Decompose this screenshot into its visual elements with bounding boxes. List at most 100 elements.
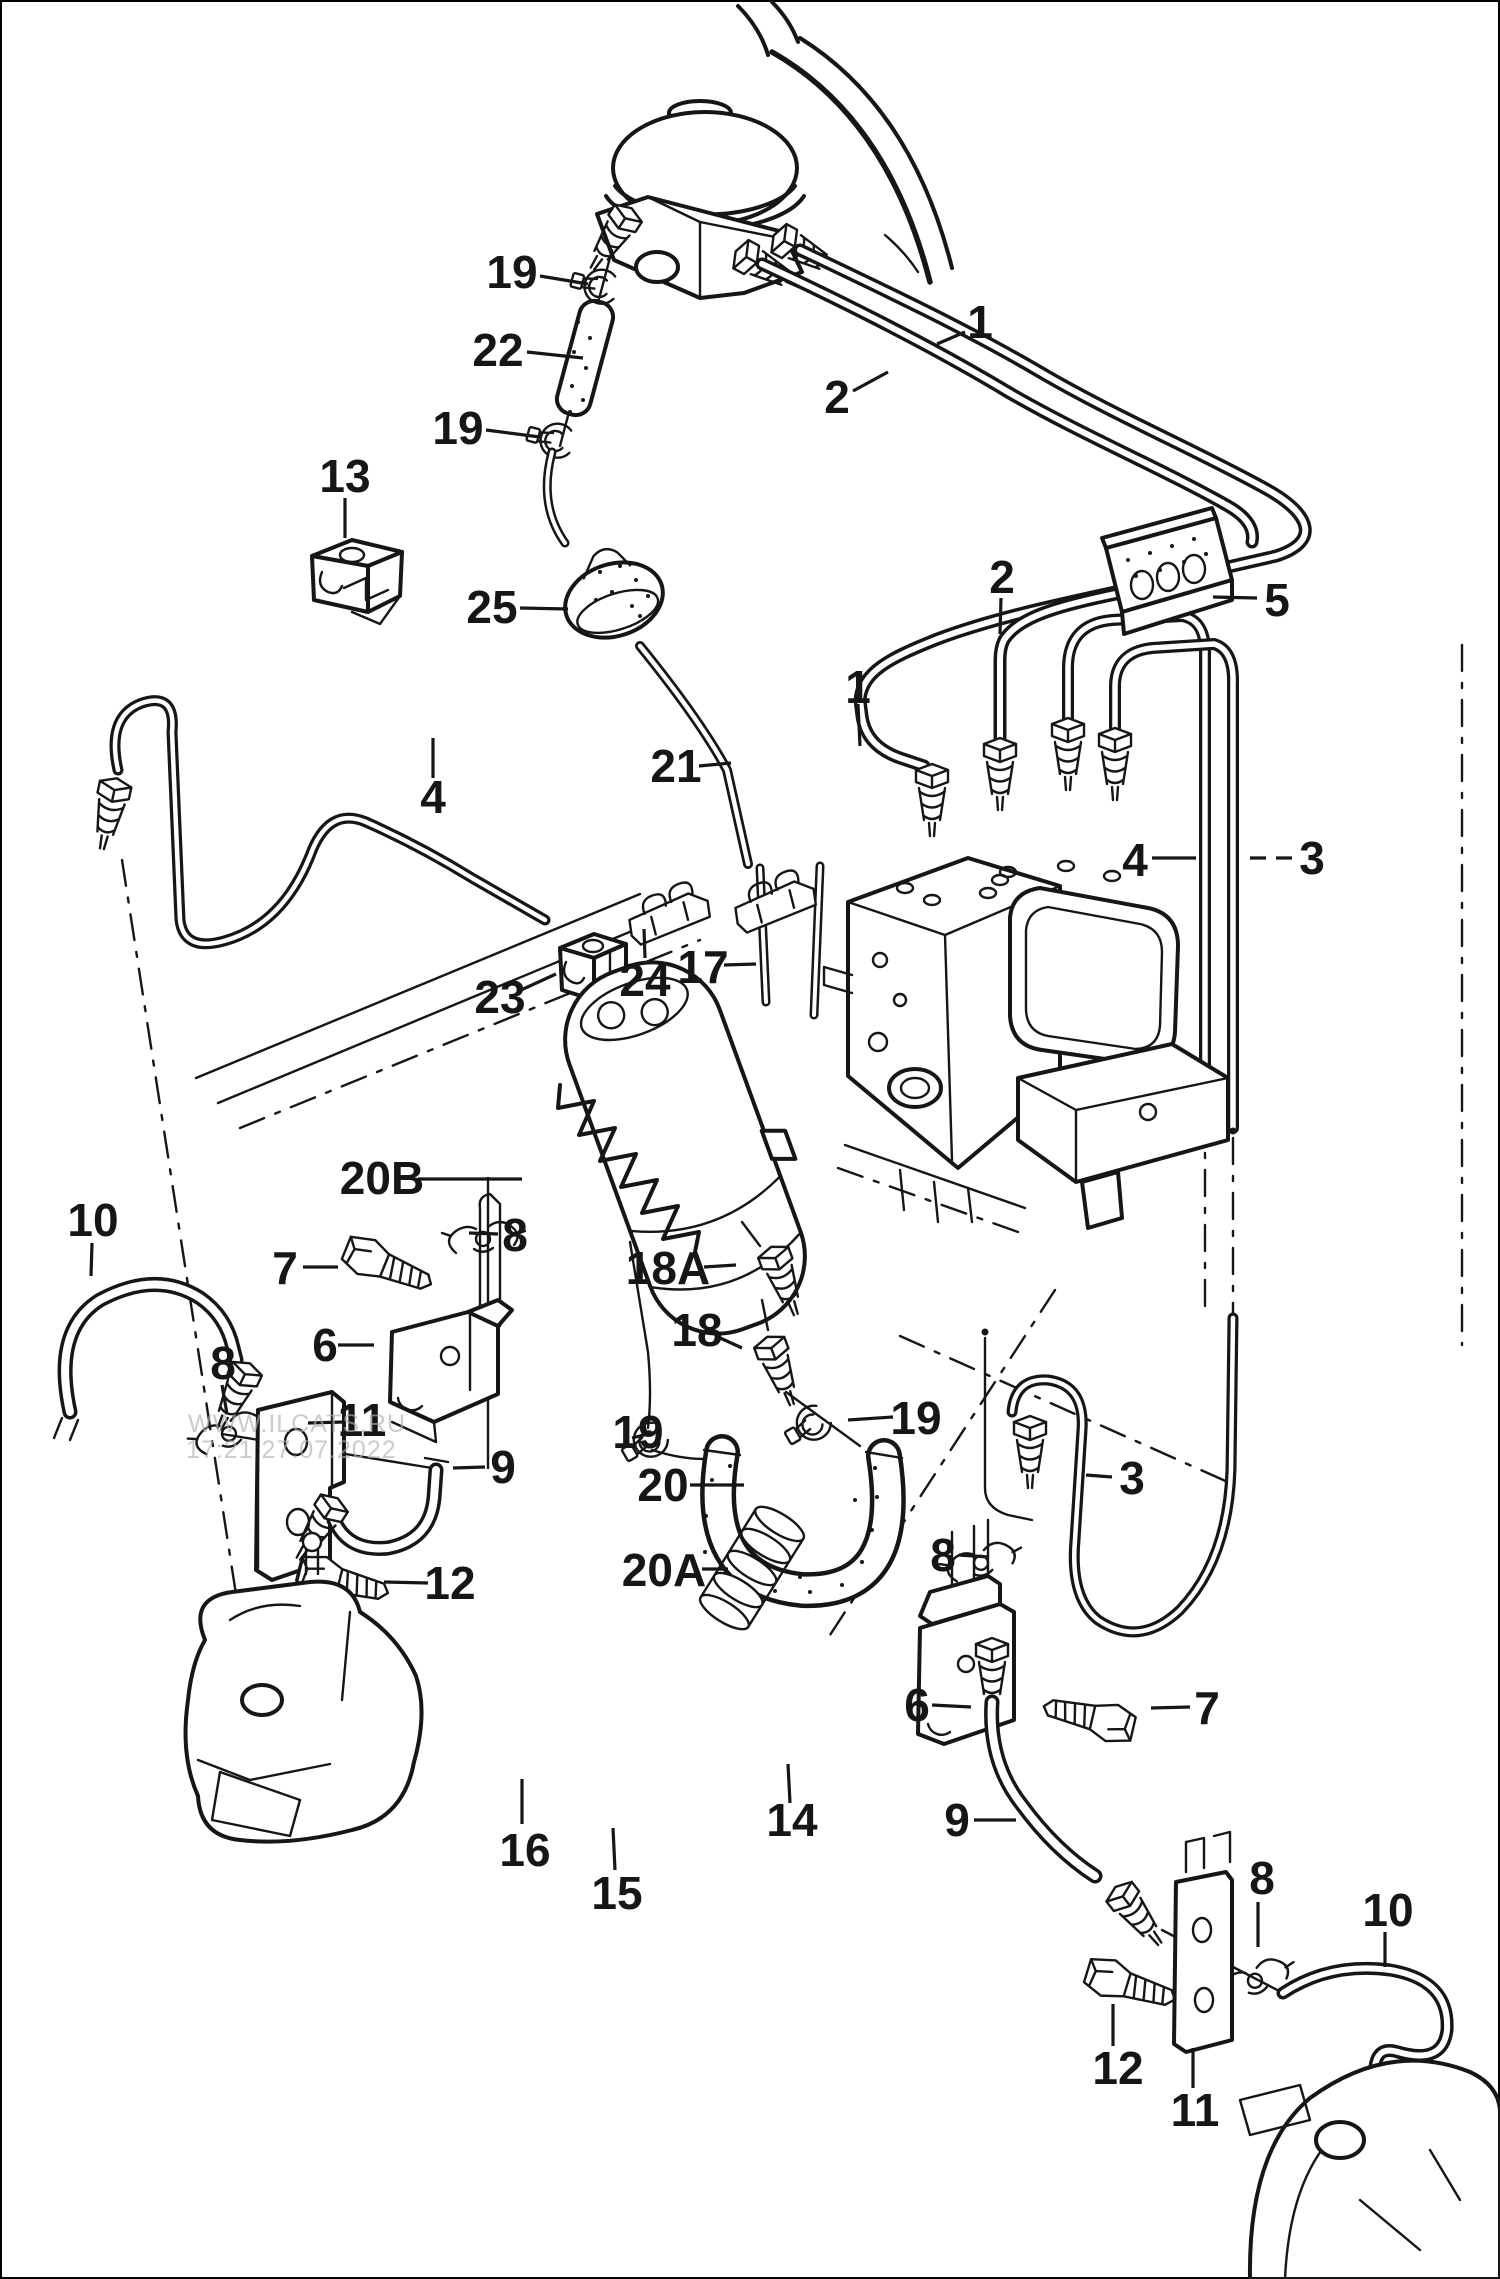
callout-leader — [1212, 595, 1258, 600]
callout-18: 18 — [671, 1304, 743, 1356]
abs-hydraulic-unit — [822, 856, 1230, 1230]
callout-label: 1 — [967, 296, 993, 348]
callout-2: 2 — [989, 551, 1015, 635]
callout-leader — [998, 597, 1003, 635]
callout-leader — [383, 1580, 429, 1585]
callout-21: 21 — [650, 740, 732, 792]
callout-label: 2 — [989, 551, 1015, 603]
callout-5: 5 — [1212, 574, 1290, 626]
callout-label: 19 — [432, 402, 483, 454]
callout-label: 4 — [1122, 834, 1148, 886]
callout-7: 7 — [1150, 1682, 1220, 1734]
callout-label: 8 — [1249, 1852, 1275, 1904]
callout-label: 19 — [890, 1392, 941, 1444]
callout-leader — [852, 370, 889, 393]
master-cylinder — [577, 195, 846, 301]
callout-label: 1 — [845, 661, 871, 713]
callout-10: 10 — [1362, 1884, 1414, 1967]
brake-caliper-right — [1238, 2058, 1500, 2279]
callout-8: 8 — [930, 1529, 990, 1581]
callout-15: 15 — [591, 1827, 643, 1919]
callout-leader — [307, 1420, 345, 1425]
callout-leader — [847, 1415, 894, 1422]
callout-8: 8 — [1249, 1852, 1275, 1947]
clip-24 — [624, 878, 714, 947]
callout-leader — [958, 1553, 990, 1559]
callout-label: 12 — [1092, 2042, 1143, 2094]
callout-1: 1 — [936, 296, 993, 348]
rear-pipes-3-4 — [1062, 610, 1464, 1347]
callout-18A: 18A — [626, 1242, 737, 1294]
watermark-line2: 17:21 27.07.2022 — [186, 1436, 397, 1464]
callout-9: 9 — [452, 1441, 516, 1493]
left-brake-pipe-4 — [85, 695, 551, 1622]
callout-label: 24 — [619, 954, 671, 1006]
callout-2: 2 — [824, 370, 889, 423]
bolt-12 — [1080, 1952, 1182, 2018]
callout-label: 12 — [424, 1557, 475, 1609]
clip-13 — [310, 538, 404, 626]
callout-leader — [539, 274, 589, 286]
callout-20: 20 — [637, 1459, 744, 1511]
callout-8: 8 — [210, 1337, 236, 1415]
hose-22-stipple — [568, 320, 592, 414]
callout-label: 9 — [944, 1794, 970, 1846]
callout-label: 10 — [67, 1194, 118, 1246]
callout-9: 9 — [944, 1794, 1016, 1846]
bolt-7 — [337, 1230, 440, 1303]
callout-label: 20 — [637, 1459, 688, 1511]
grommet-25 — [563, 547, 665, 640]
callout-label: 20A — [622, 1544, 706, 1596]
bracket-6 — [388, 1298, 514, 1444]
callout-19: 19 — [432, 402, 541, 454]
spring-20B — [556, 1083, 701, 1254]
callout-label: 17 — [677, 941, 728, 993]
callout-leader — [1150, 1705, 1191, 1710]
callout-19: 19 — [486, 246, 589, 298]
callout-19: 19 — [612, 1406, 663, 1458]
callout-leader — [642, 928, 647, 959]
callout-leader — [89, 1242, 94, 1277]
brake-pipe-1 — [793, 243, 1312, 773]
watermark: WWW.ILCATS.RU 17:21 27.07.2022 — [186, 1410, 405, 1464]
callout-leader — [717, 1335, 743, 1350]
callout-label: 5 — [1264, 574, 1290, 626]
callout-20A: 20A — [622, 1544, 728, 1596]
callout-leader — [611, 1827, 617, 1871]
callout-17: 17 — [677, 941, 757, 993]
brake-pipe-2 — [755, 257, 1259, 745]
callout-leader — [519, 606, 569, 611]
callout-leader — [468, 1231, 499, 1236]
callout-label: 25 — [466, 581, 517, 633]
canister-mount — [337, 1176, 527, 1470]
callout-4: 4 — [420, 738, 446, 823]
callout-3: 3 — [1085, 1452, 1145, 1504]
callout-3: 3 — [1249, 832, 1325, 884]
callout-label: 16 — [499, 1824, 550, 1876]
callout-1: 1 — [845, 661, 871, 747]
callout-label: 20B — [340, 1152, 424, 1204]
callout-19: 19 — [847, 1392, 942, 1444]
callout-23: 23 — [474, 971, 557, 1023]
line-clips — [558, 861, 825, 1020]
callout-label: 3 — [1299, 832, 1325, 884]
bracket-11 — [1172, 1830, 1234, 2054]
callout-leader — [526, 350, 584, 360]
rear-right-assembly — [916, 1518, 1456, 2158]
brake-booster-arc — [769, 36, 954, 285]
callout-leader — [452, 1465, 486, 1470]
callout-leader — [1085, 1473, 1113, 1479]
callout-label: 15 — [591, 1867, 642, 1919]
callout-label: 8 — [930, 1529, 956, 1581]
callout-leader — [703, 1263, 737, 1269]
abs-port-fittings — [914, 716, 1133, 838]
callout-leader — [931, 1703, 972, 1709]
callout-label: 11 — [1171, 2084, 1220, 2136]
callout-label: 19 — [612, 1406, 663, 1458]
callout-label: 8 — [502, 1209, 528, 1261]
callout-label: 21 — [650, 740, 701, 792]
callout-6: 6 — [904, 1679, 972, 1731]
callout-label: 18 — [671, 1304, 722, 1356]
grommet-stipple — [594, 564, 650, 618]
